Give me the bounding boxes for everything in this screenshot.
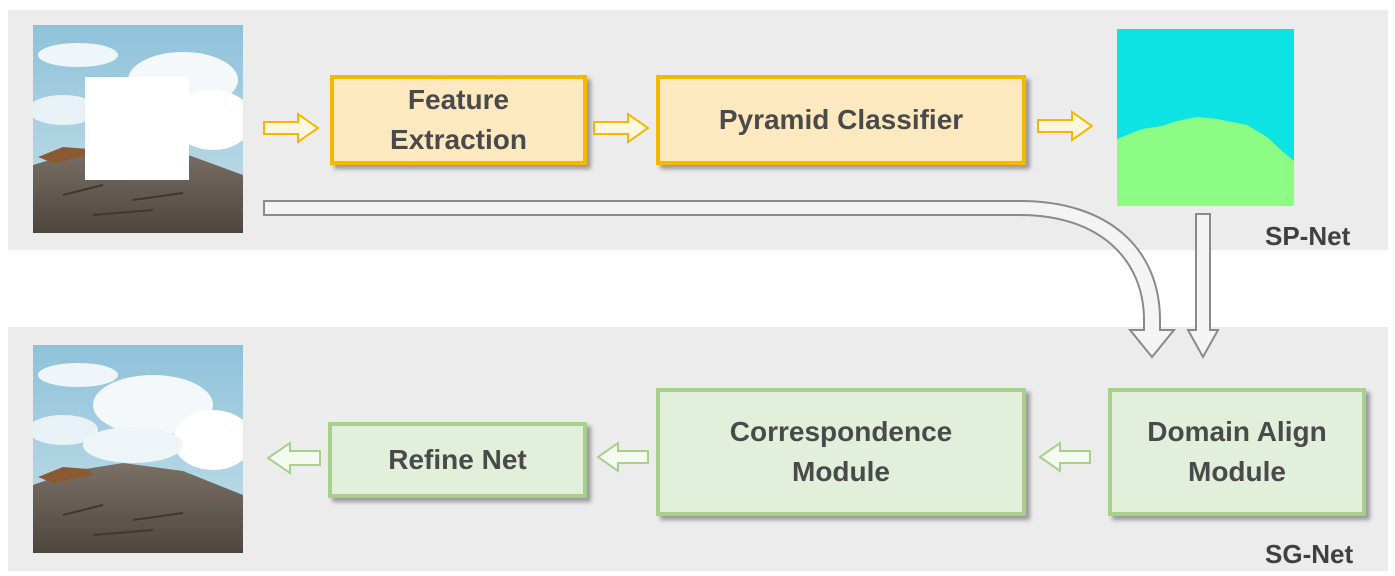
segmentation-map [1117, 29, 1294, 206]
pyramid-classifier-module: Pyramid Classifier [656, 75, 1026, 165]
refine-net-module: Refine Net [328, 422, 587, 498]
refine-net-label: Refine Net [388, 444, 527, 475]
correspondence-module: Correspondence Module [656, 388, 1026, 516]
sg-net-label: SG-Net [1265, 539, 1354, 569]
feature-extraction-module: Feature Extraction [330, 75, 587, 165]
arrow-feature-to-pyramid [593, 112, 650, 144]
completed-output-image [33, 345, 243, 553]
pyramid-classifier-label: Pyramid Classifier [718, 104, 964, 135]
arrow-refine-to-output [266, 441, 321, 475]
arrow-segmap-down [1186, 213, 1220, 360]
arrow-skip-curve [263, 200, 1177, 359]
feature-extraction-label: Feature Extraction [390, 84, 527, 155]
arrow-align-to-correspondence [1038, 441, 1091, 473]
correspondence-label: Correspondence Module [729, 416, 953, 487]
domain-align-module: Domain Align Module [1108, 388, 1366, 516]
sp-net-label: SP-Net [1265, 221, 1351, 251]
domain-align-label: Domain Align Module [1147, 416, 1327, 487]
masked-input-image [33, 25, 243, 233]
arrow-correspondence-to-refine [596, 441, 649, 473]
arrow-pyramid-to-segmap [1037, 110, 1094, 142]
arrow-input-to-feature [263, 112, 320, 144]
